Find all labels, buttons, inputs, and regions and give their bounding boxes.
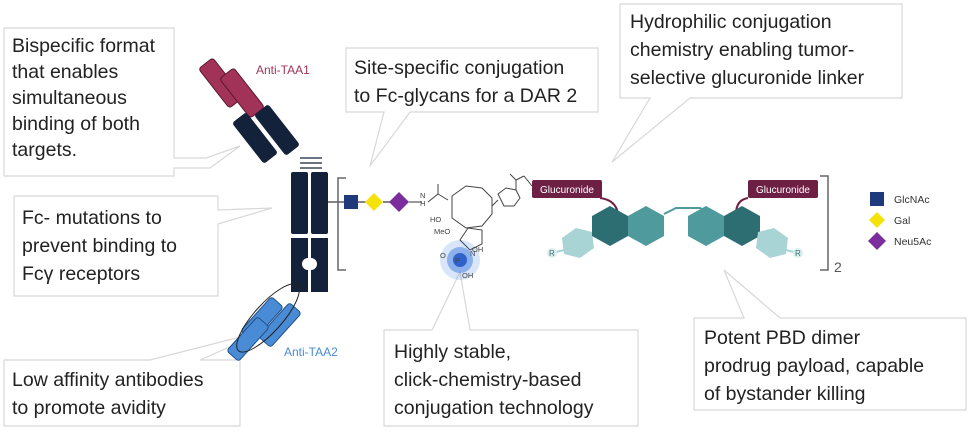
glycan-chain (328, 192, 422, 212)
neu5ac-diamond (389, 192, 409, 212)
chem-meo-label: MeO (434, 227, 450, 236)
callout-bispecific-line-1: Bispecific format (12, 35, 156, 57)
legend-glcnac-label: GlcNAc (894, 194, 930, 206)
callout-hydrophilic-line-3: selective glucuronide linker (630, 67, 865, 89)
hinge (300, 157, 322, 169)
callout-bispecific-line-2: that enables (12, 61, 119, 83)
r-left-label: R (549, 249, 555, 258)
chem-h-label: H (420, 199, 425, 208)
chem-oh1-label: OH (472, 245, 483, 254)
glucuronide-right: Glucuronide (735, 180, 818, 215)
callout-site-specific: Site-specific conjugation to Fc-glycans … (345, 47, 599, 167)
r-right-label: R (795, 249, 801, 258)
callout-fc-line-1: Fc- mutations to (22, 207, 162, 229)
anti-taa1-label: Anti-TAA1 (256, 63, 310, 77)
legend: GlcNAc Gal Neu5Ac (868, 192, 931, 250)
callout-low-affinity: Low affinity antibodies to promote avidi… (3, 329, 269, 427)
callout-site-line-2: to Fc-glycans for a DAR 2 (354, 85, 577, 107)
fc-region (291, 172, 328, 292)
gal-diamond (365, 193, 383, 211)
glcnac-square (344, 195, 358, 209)
callout-bispecific-line-3: simultaneous (12, 87, 127, 109)
legend-gal-label: Gal (894, 215, 910, 227)
callout-bispecific-line-4: binding of both (12, 113, 140, 135)
callout-hydrophilic: Hydrophilic conjugation chemistry enabli… (611, 3, 903, 163)
callout-pbd: Potent PBD dimer prodrug payload, capabl… (693, 269, 967, 411)
anti-taa2-label: Anti-TAA2 (284, 345, 338, 359)
callout-low-affinity-line-1: Low affinity antibodies (12, 369, 204, 391)
hex-light-right (756, 228, 788, 258)
chem-ho-label: HO (430, 215, 441, 224)
callout-fc-line-2: prevent binding to (22, 235, 177, 257)
glucuronide-left-label: Glucuronide (540, 185, 594, 196)
callout-bispecific: Bispecific format that enables simultane… (3, 27, 241, 177)
callout-fc-mutations: Fc- mutations to prevent binding to Fcγ … (13, 195, 273, 297)
hex-light-left (562, 228, 594, 258)
bracket-right (820, 175, 829, 271)
hex-dark-right (724, 206, 760, 246)
bracket-left (337, 177, 346, 271)
callout-low-affinity-line-2: to promote avidity (12, 397, 166, 419)
chem-n-label: N (420, 191, 425, 200)
callout-stable: Highly stable, click-chemistry-based con… (383, 270, 639, 427)
chem-p-label: P (455, 256, 460, 265)
callout-stable-line-1: Highly stable, (394, 341, 511, 363)
legend-neu5ac-label: Neu5Ac (894, 236, 931, 248)
chemical-structure: N H N HO MeO (420, 173, 533, 258)
legend-neu5ac-icon (868, 232, 886, 250)
phosphate-glow: P O OH OH (440, 240, 483, 280)
legend-glcnac-icon (870, 192, 884, 206)
anti-taa2-arm (227, 283, 301, 361)
callout-bispecific-line-5: targets. (12, 139, 77, 161)
pbd-dimer: R R (547, 206, 803, 258)
antibody: Anti-TAA1 Anti-TAA2 (199, 58, 338, 361)
chem-o-label: O (440, 251, 446, 260)
anti-taa1-arm (199, 58, 299, 163)
callout-pbd-line-1: Potent PBD dimer (704, 327, 861, 349)
glucuronide-right-label: Glucuronide (756, 185, 810, 196)
bracket-subscript: 2 (834, 259, 842, 275)
legend-gal-icon (869, 212, 885, 228)
hex-dark-left (592, 206, 628, 246)
callout-stable-line-2: click-chemistry-based (394, 369, 581, 391)
hex-mid-left (628, 206, 664, 246)
callout-hydrophilic-line-2: chemistry enabling tumor- (630, 39, 854, 61)
chem-n-ring: N (470, 249, 475, 258)
callout-hydrophilic-line-1: Hydrophilic conjugation (630, 11, 832, 33)
callout-site-line-1: Site-specific conjugation (354, 57, 564, 79)
callout-pbd-line-3: of bystander killing (704, 383, 866, 405)
callout-fc-line-3: Fcγ receptors (22, 263, 140, 285)
hex-mid-right (688, 206, 724, 246)
callout-stable-line-3: conjugation technology (394, 397, 594, 419)
chem-oh2-label: OH (462, 271, 473, 280)
callout-pbd-line-2: prodrug payload, capable (704, 355, 924, 377)
